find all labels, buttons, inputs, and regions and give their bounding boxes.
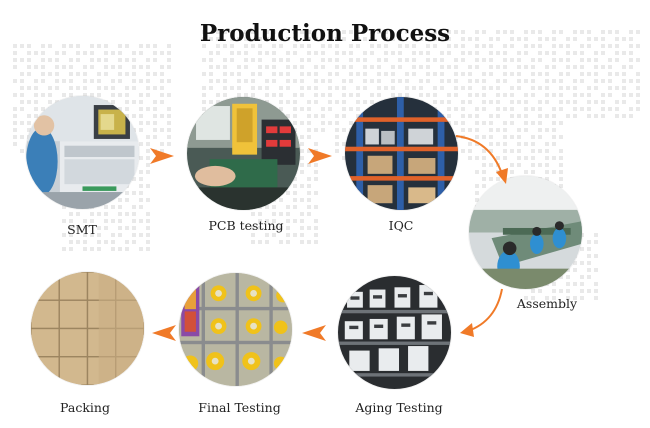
arrow-left-icon <box>150 322 178 344</box>
curved-arrow-down-left-icon <box>458 287 518 339</box>
step-label-iqc: IQC <box>371 218 431 233</box>
step-label-packing: Packing <box>50 400 120 415</box>
aging-testing-photo <box>338 276 451 389</box>
arrow-right-icon <box>306 145 334 167</box>
smt-photo <box>26 96 139 209</box>
assembly-photo <box>469 176 582 289</box>
step-label-pcb-testing: PCB testing <box>201 218 291 233</box>
step-label-aging-testing: Aging Testing <box>354 400 444 415</box>
curved-arrow-down-icon <box>452 130 512 190</box>
arrow-right-icon <box>148 145 176 167</box>
step-label-smt: SMT <box>52 222 112 237</box>
step-label-final-testing: Final Testing <box>192 400 287 415</box>
step-label-assembly: Assembly <box>512 296 582 311</box>
pcb-testing-photo <box>187 97 300 210</box>
packing-photo <box>31 272 144 385</box>
arrow-left-icon <box>300 322 328 344</box>
iqc-photo <box>345 97 458 210</box>
page-title: Production Process <box>0 20 650 47</box>
final-testing-photo <box>179 273 292 386</box>
